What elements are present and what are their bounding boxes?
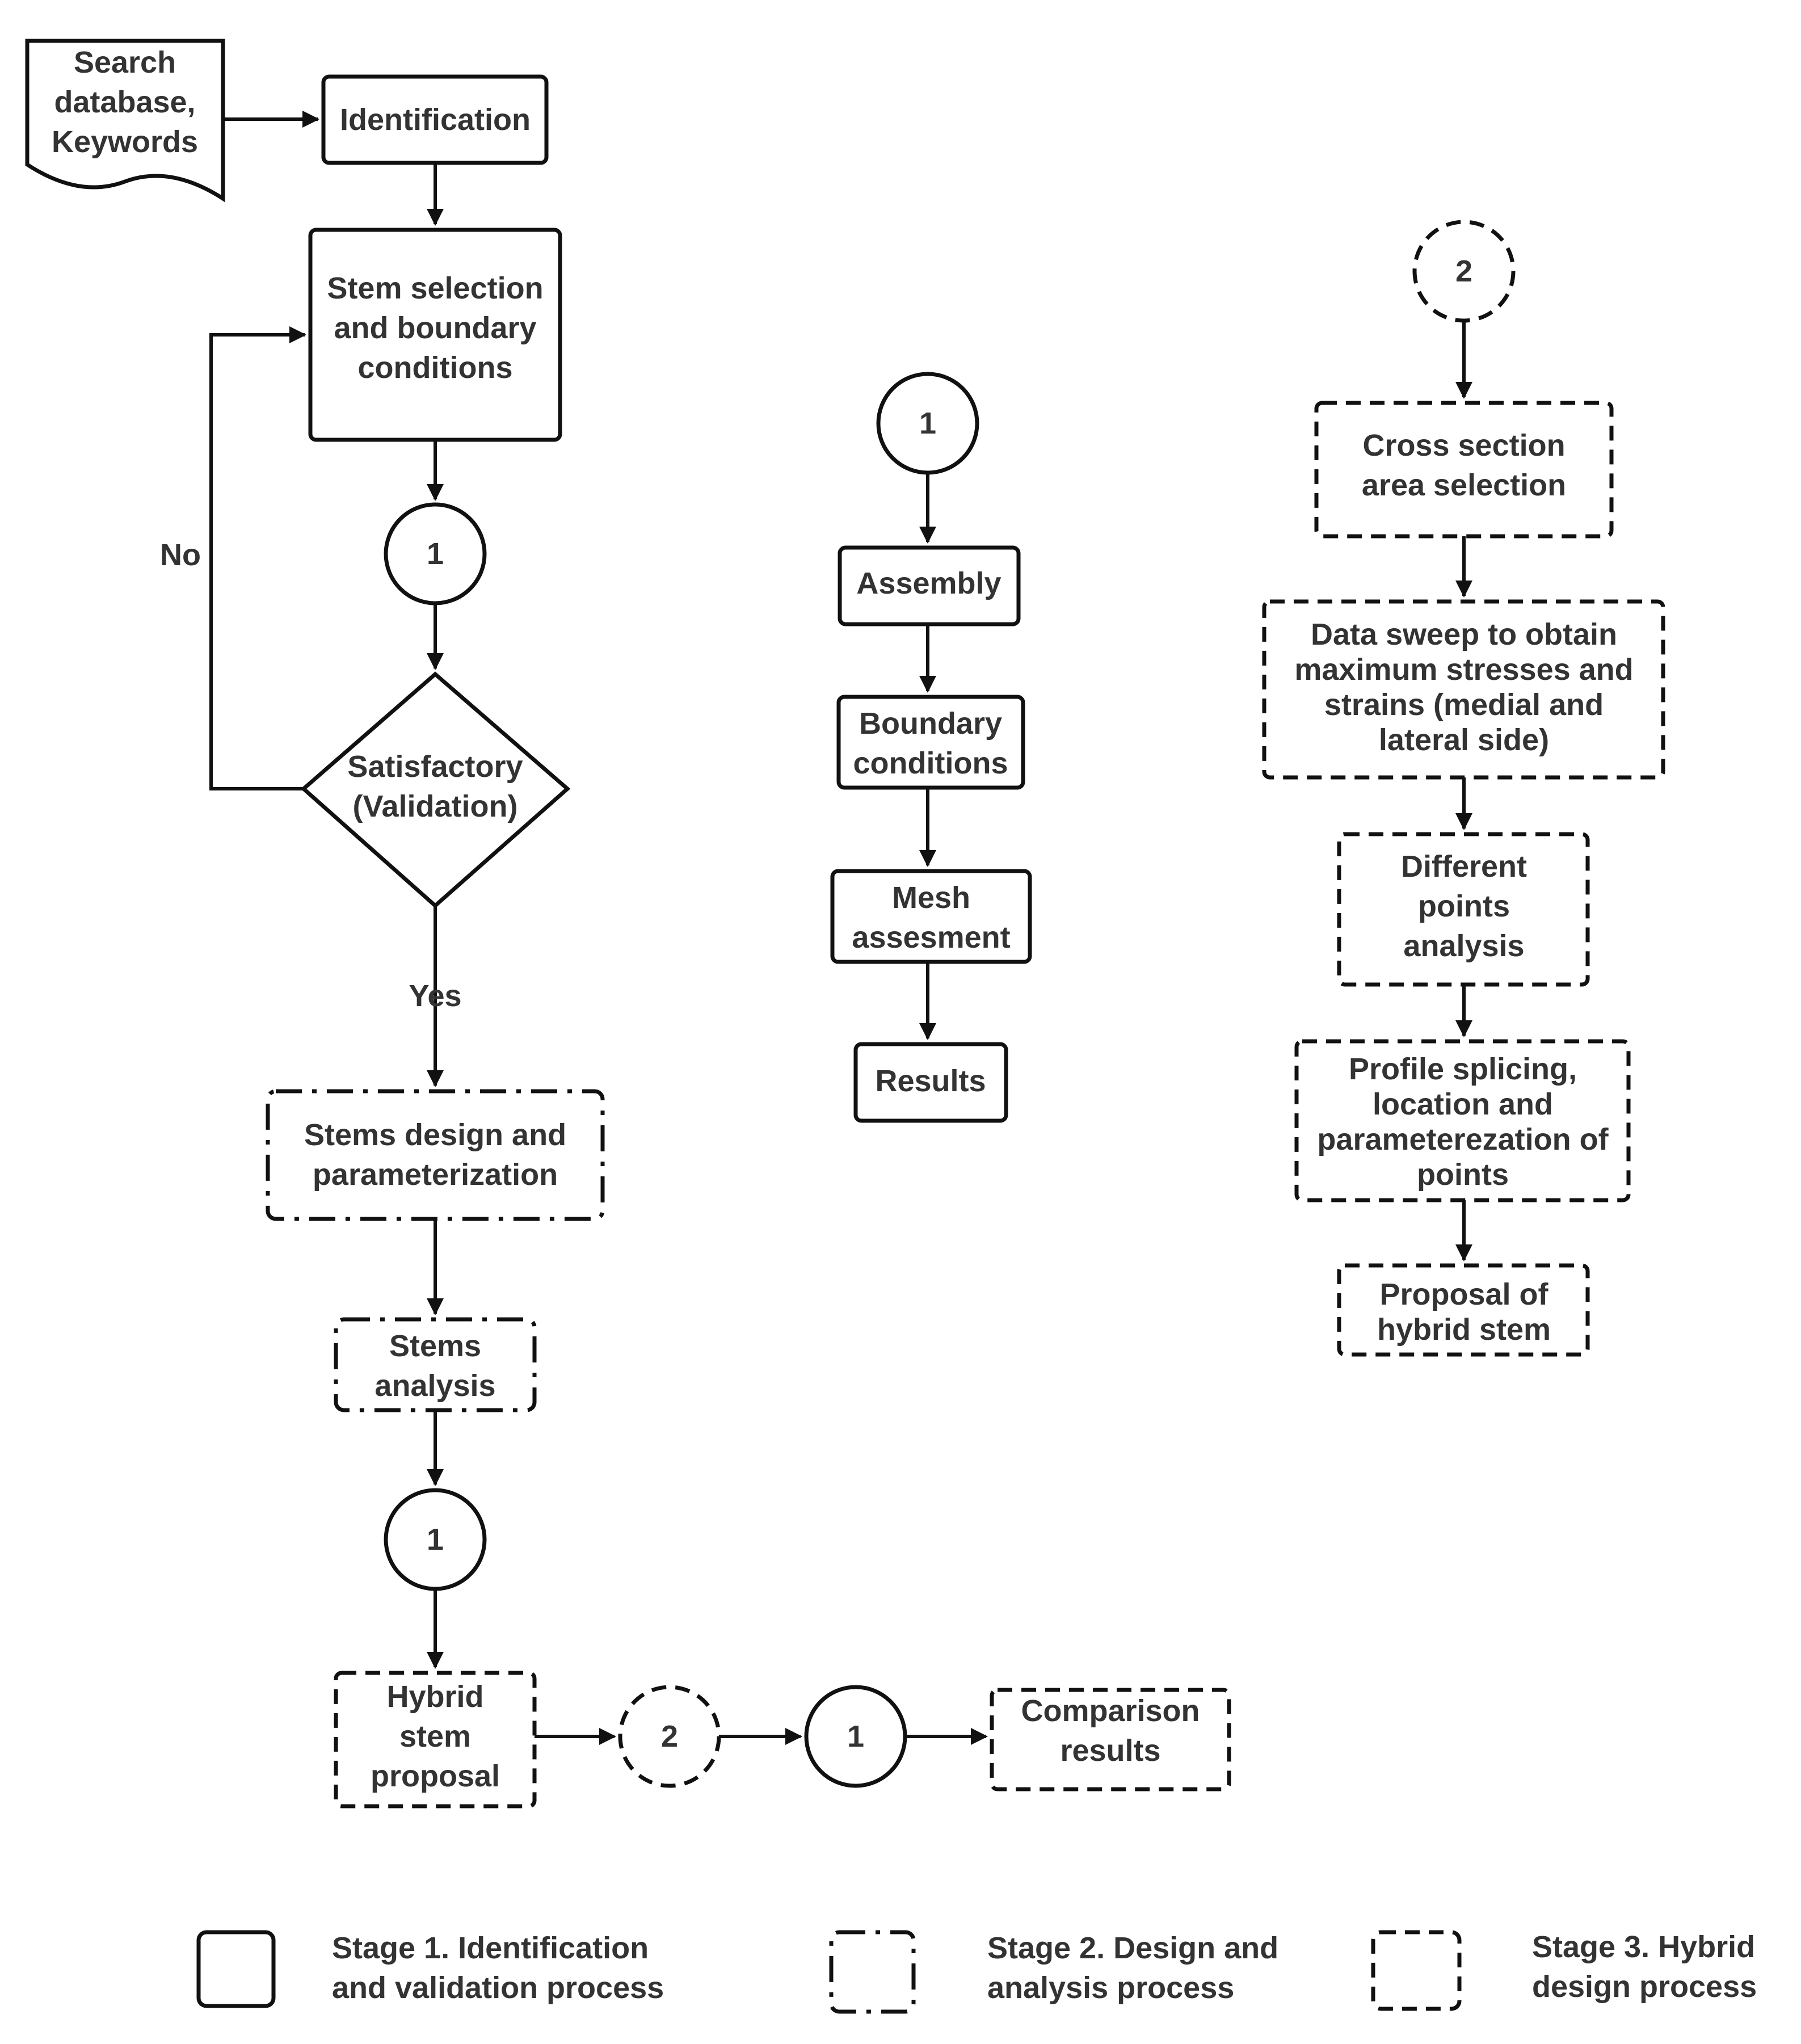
- results-label: Results: [875, 1064, 986, 1098]
- legend-stage1-swatch: [196, 1930, 276, 2008]
- stems-design-box: [266, 1089, 605, 1221]
- connector-2a-label-line: 2: [661, 1719, 678, 1753]
- cross-section-box: [1314, 401, 1614, 539]
- proposal-hybrid-box: [1337, 1263, 1590, 1357]
- comparison-box: [990, 1688, 1231, 1791]
- profile-splicing-label-line: location and: [1373, 1087, 1553, 1121]
- results-label-line: Results: [875, 1064, 986, 1098]
- connector-2a-label: 2: [661, 1719, 678, 1753]
- results-box: [853, 1042, 1008, 1123]
- search-document-shape: [25, 39, 225, 203]
- identification-label-line: Identification: [340, 103, 531, 137]
- comparison-label-line: results: [1060, 1734, 1160, 1768]
- hybrid-proposal-label-line: stem: [399, 1719, 471, 1753]
- boundary-box: [836, 695, 1025, 790]
- connector-1d-label-line: 1: [919, 406, 936, 440]
- hybrid-proposal-label-line: proposal: [371, 1759, 500, 1793]
- hybrid-proposal-box: [334, 1671, 537, 1809]
- legend-stage2-label-line: analysis process: [987, 1971, 1234, 2005]
- data-sweep-label-line: maximum stresses and: [1294, 653, 1633, 687]
- connector-1b-label: 1: [427, 1523, 444, 1557]
- comparison-label: Comparison results: [1021, 1694, 1200, 1768]
- legend-stage2-label: Stage 2. Design and analysis process: [987, 1931, 1278, 2005]
- stem-selection-label-line: and boundary: [334, 311, 536, 345]
- boundary-label-line: conditions: [853, 746, 1008, 780]
- identification-label: Identification: [340, 103, 531, 137]
- mesh-label-line: assesment: [852, 920, 1010, 954]
- yes-label-line: Yes: [409, 979, 461, 1013]
- cross-section-label-line: area selection: [1362, 468, 1566, 502]
- proposal-hybrid-label-line: hybrid stem: [1377, 1313, 1551, 1347]
- stem-selection-label-line: conditions: [358, 351, 513, 385]
- search-label-line: database,: [54, 85, 195, 119]
- stems-design-label-line: parameterization: [313, 1158, 558, 1192]
- connector-2b-label-line: 2: [1455, 254, 1472, 288]
- assembly-label-line: Assembly: [856, 566, 1001, 600]
- hybrid-proposal-label: Hybrid stem proposal: [371, 1680, 500, 1793]
- legend-stage1-label-line: and validation process: [332, 1971, 664, 2005]
- search-label: Search database, Keywords: [52, 45, 198, 159]
- data-sweep-label-line: strains (medial and: [1324, 688, 1604, 722]
- connector-1d-label: 1: [919, 406, 936, 440]
- stems-analysis-label-line: analysis: [374, 1369, 495, 1403]
- boundary-label-line: Boundary: [859, 706, 1002, 741]
- hybrid-proposal-label-line: Hybrid: [386, 1680, 483, 1714]
- stems-analysis-label-line: Stems: [389, 1329, 481, 1363]
- decision-label-line: Satisfactory: [347, 750, 523, 784]
- legend-stage1-label-line: Stage 1. Identification: [332, 1931, 649, 1965]
- legend-stage2-swatch: [829, 1930, 916, 2014]
- data-sweep-label-line: Data sweep to obtain: [1311, 617, 1617, 651]
- no-label-line: No: [160, 538, 201, 572]
- different-points-label-line: analysis: [1403, 929, 1524, 963]
- no-label: No: [160, 538, 201, 572]
- decision-label: Satisfactory (Validation): [347, 750, 523, 823]
- decision-label-line: (Validation): [352, 789, 517, 823]
- legend-stage3-label-line: Stage 3. Hybrid: [1532, 1930, 1755, 1964]
- connector-1c-label: 1: [847, 1719, 864, 1753]
- assembly-label: Assembly: [856, 566, 1001, 600]
- comparison-label-line: Comparison: [1021, 1694, 1200, 1728]
- connector-1a-label-line: 1: [427, 537, 444, 571]
- search-label-line: Search: [74, 45, 176, 79]
- profile-splicing-label-line: Profile splicing,: [1349, 1052, 1577, 1086]
- connector-1b-label-line: 1: [427, 1523, 444, 1557]
- arrow-decision-no-loop: [209, 326, 306, 790]
- legend-stage3-label-line: design process: [1532, 1970, 1757, 2004]
- data-sweep-label-line: lateral side): [1379, 723, 1549, 757]
- different-points-label-line: points: [1418, 889, 1510, 923]
- stems-design-label-line: Stems design and: [304, 1118, 566, 1152]
- legend-stage1-label: Stage 1. Identification and validation pr…: [332, 1931, 664, 2005]
- profile-splicing-label-line: parameterezation of: [1317, 1122, 1609, 1156]
- different-points-label-line: Different: [1401, 849, 1527, 884]
- stems-design-label: Stems design and parameterization: [304, 1118, 566, 1192]
- stem-selection-label-line: Stem selection: [327, 271, 543, 305]
- legend-stage3-swatch: [1371, 1930, 1462, 2011]
- profile-splicing-label-line: points: [1417, 1158, 1509, 1192]
- connector-1c-label-line: 1: [847, 1719, 864, 1753]
- mesh-box: [830, 869, 1032, 964]
- different-points-label: Different points analysis: [1401, 849, 1527, 963]
- legend-stage3-label: Stage 3. Hybrid design process: [1532, 1930, 1757, 2004]
- yes-label: Yes: [409, 979, 461, 1013]
- search-label-line: Keywords: [52, 125, 198, 159]
- boundary-label: Boundary conditions: [853, 706, 1008, 780]
- proposal-hybrid-label-line: Proposal of: [1379, 1277, 1548, 1311]
- cross-section-label-line: Cross section: [1362, 428, 1565, 462]
- stem-selection-label: Stem selection and boundary conditions: [327, 271, 543, 385]
- mesh-label: Mesh assesment: [852, 881, 1010, 954]
- mesh-label-line: Mesh: [892, 881, 970, 915]
- connector-2b-label: 2: [1455, 254, 1472, 288]
- connector-1a-label: 1: [427, 537, 444, 571]
- cross-section-label: Cross section area selection: [1362, 428, 1566, 502]
- legend-stage2-label-line: Stage 2. Design and: [987, 1931, 1278, 1965]
- stems-analysis-label: Stems analysis: [374, 1329, 495, 1403]
